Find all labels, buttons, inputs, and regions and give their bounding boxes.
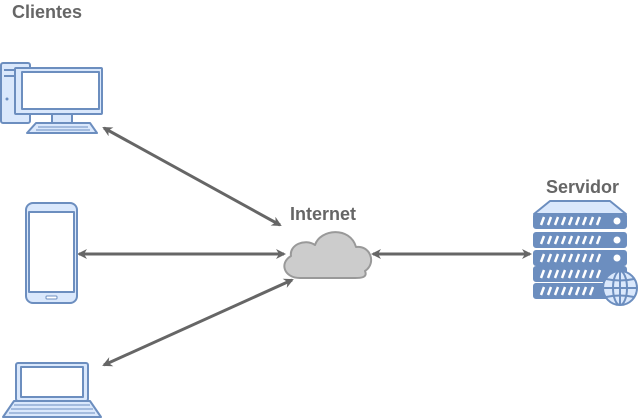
desktop-computer-icon [0,62,103,134]
server-unit [533,213,627,229]
connection-laptop-internet [102,278,294,367]
server-rack-icon [533,200,627,299]
smartphone-icon [25,202,78,304]
server-unit [533,250,627,266]
clients-label: Clientes [12,2,83,22]
server-unit [533,232,627,248]
connection-desktop-internet [102,126,282,227]
cloud-icon [283,231,373,279]
internet-label: Internet [290,204,357,224]
server-label: Servidor [546,177,620,197]
globe-icon [602,270,638,306]
laptop-icon [2,362,102,418]
